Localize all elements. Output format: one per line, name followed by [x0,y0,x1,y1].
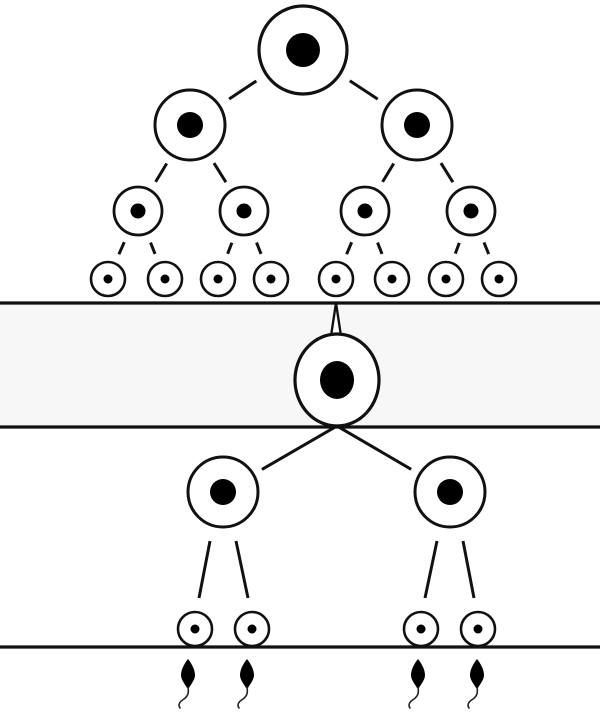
sperm-icon [237,659,254,709]
cell-gen-2 [380,88,454,162]
sperm-icon [467,659,484,709]
division-connector [381,162,395,183]
division-connector [348,79,379,101]
cell-gen-4 [427,260,465,298]
division-connector [234,540,250,599]
division-connector [228,79,258,101]
cell-gen-4 [199,260,237,298]
nucleus [213,274,223,284]
division-connector [482,241,491,255]
division-connector [439,162,455,184]
division-connector [117,241,126,255]
sperm-icon [408,659,425,709]
cell-gen-3 [339,185,391,237]
division-connector [461,540,476,599]
lower-cell-gen-2 [402,610,440,648]
nucleus [320,361,354,399]
cell-gen-2 [153,88,227,162]
cell-gen-1 [257,4,349,96]
sperm-head [470,659,484,688]
sperm-icon [178,659,195,709]
sperm-head [411,659,425,688]
cell-gen-4 [252,260,290,298]
nucleus [494,274,504,284]
lower-cell-gen-2 [459,610,497,648]
cell-gen-4 [89,260,127,298]
nucleus [103,274,113,284]
sperm-tail [237,686,249,709]
division-connector [226,242,234,255]
nucleus [437,479,463,505]
nucleus [160,274,170,284]
nucleus [387,274,397,284]
nucleus [286,33,320,67]
nucleus [357,203,373,219]
lower-cell-gen-1 [186,455,260,529]
lower-cell-gen-2 [233,610,271,648]
nucleus [266,274,276,284]
nucleus [190,624,200,634]
sperm-head [240,659,254,688]
cell-gen-4 [373,260,411,298]
division-connector [154,162,168,183]
nucleus [416,624,426,634]
middle-cell [293,332,381,428]
nucleus [441,274,451,284]
nucleus [130,203,146,219]
sperm-tail [467,686,479,709]
cells [89,4,518,648]
nucleus [210,479,236,505]
nucleus [236,203,252,219]
lower-cell-gen-2 [176,610,214,648]
nucleus [247,624,257,634]
cell-gen-3 [445,185,497,237]
division-connector [423,540,439,599]
division-connector [376,242,384,255]
division-connector [149,242,157,255]
division-connector [255,242,263,255]
cell-gen-4 [146,260,184,298]
nucleus [177,112,203,138]
division-connector [345,241,354,255]
division-connector [212,162,228,184]
division-connector [453,242,461,255]
lower-cell-gen-1 [413,455,487,529]
division-connector [197,540,212,599]
sperm-cells [178,659,484,709]
cell-gen-4 [480,260,518,298]
nucleus [473,624,483,634]
nucleus [463,203,479,219]
divider-lines [0,301,600,649]
cell-gen-4 [317,260,355,298]
sperm-head [181,659,195,688]
sperm-tail [178,686,190,709]
nucleus [331,274,341,284]
sperm-tail [408,686,420,709]
cell-gen-3 [112,185,164,237]
cell-gen-3 [218,185,270,237]
nucleus [404,112,430,138]
